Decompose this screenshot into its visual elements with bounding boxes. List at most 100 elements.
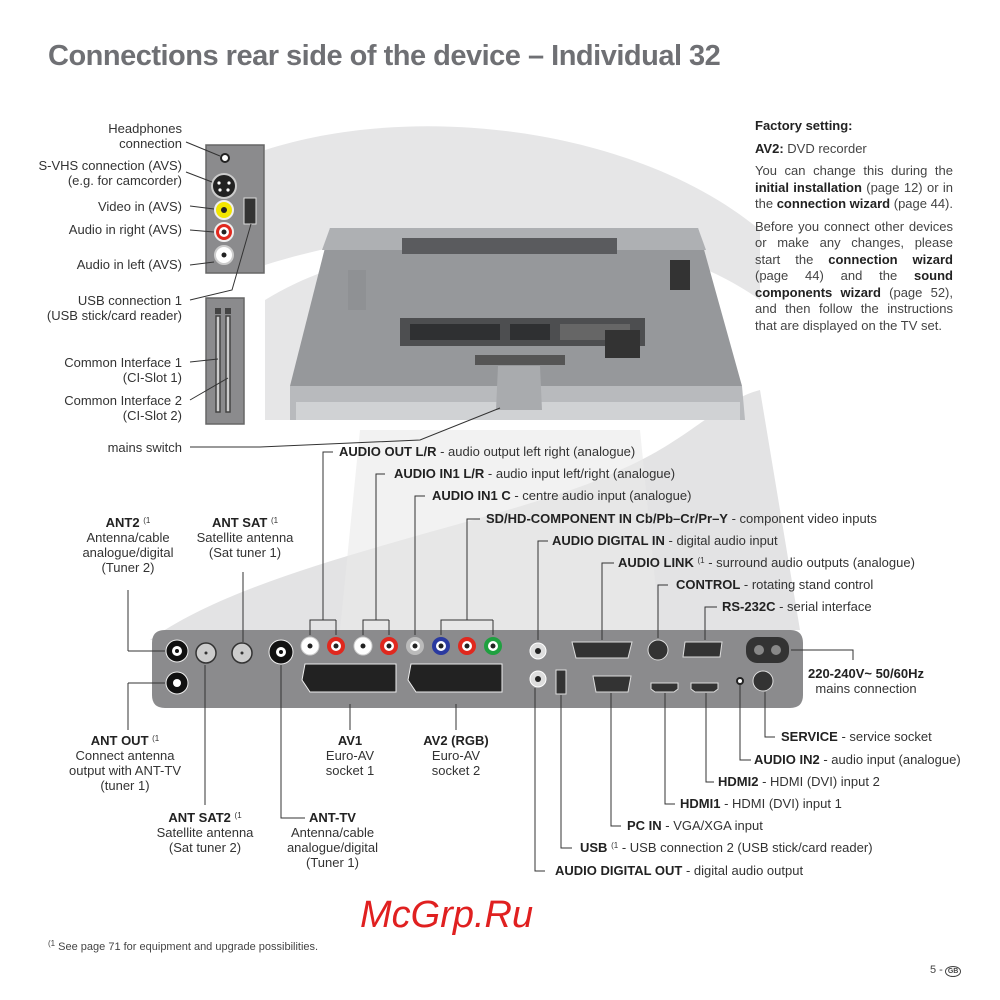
label-svhs-line2: (e.g. for camcorder) <box>67 173 182 188</box>
callout-audio-in1-lr: AUDIO IN1 L/R - audio input left/right (… <box>394 466 675 481</box>
info-p1-text-c: (page 12) or in the <box>755 179 953 212</box>
av2-line: socket 2 <box>431 763 481 778</box>
link-connection-wizard: connection wizard <box>776 196 891 211</box>
callout-name: SD/HD-COMPONENT IN Cb/Pb–Cr/Pr–Y <box>486 511 728 526</box>
link-initial-installation: initial installation <box>755 179 862 195</box>
label-ci2-line2: (CI-Slot 2) <box>122 408 182 423</box>
label-av2: AV2 (RGB) Euro-AV socket 2 <box>411 733 501 778</box>
mains-name: 220-240V~ 50/60Hz <box>807 666 924 681</box>
label-usb1-line2: (USB stick/card reader) <box>46 308 182 323</box>
callout-service: SERVICE - service socket <box>781 729 932 744</box>
footnote-marker: (1 <box>48 939 56 948</box>
label-ant-sat: ANT SAT (1 Satellite antenna (Sat tuner … <box>190 515 300 560</box>
mains-desc: mains connection <box>815 681 917 696</box>
callout-desc: - VGA/XGA input <box>661 818 763 833</box>
av1-line: Euro-AV <box>325 748 375 763</box>
side-panel-av <box>205 144 265 274</box>
callout-rs232c: RS-232C - serial interface <box>722 599 872 614</box>
ant2-name: ANT2 <box>105 515 140 530</box>
callout-usb2: USB (1 - USB connection 2 (USB stick/car… <box>580 840 873 855</box>
factory-setting-info: Factory setting: AV2: DVD recorder You c… <box>755 118 953 340</box>
callout-name: AUDIO IN1 L/R <box>394 466 485 481</box>
ant-out-line: Connect antenna <box>75 748 175 763</box>
scart-av2-icon <box>407 663 503 693</box>
ant-tv-line: analogue/digital <box>286 840 379 855</box>
callout-hdmi2: HDMI2 - HDMI (DVI) input 2 <box>718 774 880 789</box>
callout-name: PC IN <box>627 818 662 833</box>
callout-name: AUDIO IN1 C <box>432 488 511 503</box>
info-p1-text-a: You can change this during the <box>755 163 953 178</box>
callout-audio-out-lr: AUDIO OUT L/R - audio output left right … <box>339 444 635 459</box>
callout-audio-link: AUDIO LINK (1 - surround audio outputs (… <box>618 555 915 570</box>
footnote-text: See page 71 for equipment and upgrade po… <box>55 941 319 953</box>
info-p2-text-a: Before you connect other devices or make… <box>755 218 953 267</box>
av1-line: socket 1 <box>325 763 375 778</box>
label-audio-left: Audio in left (AVS) <box>76 257 182 272</box>
link-connection-wizard-2: connection wizard <box>828 251 953 267</box>
callout-pc-in: PC IN - VGA/XGA input <box>627 818 763 833</box>
label-ci1-line1: Common Interface 1 <box>64 355 182 370</box>
ci-slot-1-icon <box>215 315 221 413</box>
label-ci1: Common Interface 1 (CI-Slot 1) <box>64 355 182 385</box>
ant-tv-line: (Tuner 1) <box>306 855 359 870</box>
callout-desc: - USB connection 2 (USB stick/card reade… <box>618 840 873 855</box>
label-ci2-line1: Common Interface 2 <box>64 393 182 408</box>
tv-stand <box>496 366 542 410</box>
ant-out-line: (tuner 1) <box>100 778 150 793</box>
info-p1-text-e: (page 44). <box>893 196 953 211</box>
label-usb1-line1: USB connection 1 <box>77 293 182 308</box>
callout-audio-digital-in: AUDIO DIGITAL IN - digital audio input <box>552 533 778 548</box>
footnote-ref: (1 <box>234 811 242 820</box>
link-sound-components-wizard: sound components wizard <box>755 268 953 300</box>
callout-desc: - centre audio input (analogue) <box>510 488 692 503</box>
av2-line: Euro-AV <box>431 748 481 763</box>
info-heading: Factory setting: <box>755 118 853 133</box>
label-svhs: S-VHS connection (AVS) (e.g. for camcord… <box>38 158 182 188</box>
callout-desc: - HDMI (DVI) input 2 <box>758 774 880 789</box>
label-svhs-line1: S-VHS connection (AVS) <box>38 158 182 173</box>
footnote-ref: (1 <box>143 516 151 525</box>
tv-rear-illustration <box>290 228 745 420</box>
ant-out-name: ANT OUT <box>90 733 149 748</box>
page-number-value: 5 - <box>930 964 943 976</box>
av2-name: AV2 (RGB) <box>423 733 489 748</box>
info-av2-label: AV2: <box>755 140 784 156</box>
label-headphones-line2: connection <box>119 136 182 151</box>
footnote-ref: (1 <box>270 516 279 525</box>
usb1-port-icon <box>243 197 257 225</box>
label-mains-connection: 220-240V~ 50/60Hz mains connection <box>806 666 926 696</box>
callout-component-in: SD/HD-COMPONENT IN Cb/Pb–Cr/Pr–Y - compo… <box>486 511 877 526</box>
ant2-line: analogue/digital <box>82 545 174 560</box>
callout-desc: - serial interface <box>775 599 872 614</box>
label-headphones: Headphones connection <box>108 121 182 151</box>
ant-sat-line: (Sat tuner 1) <box>208 545 282 560</box>
ant-sat-line: Satellite antenna <box>196 530 294 545</box>
callout-control: CONTROL - rotating stand control <box>676 577 873 592</box>
swoosh-top <box>265 126 760 300</box>
ant-sat-name: ANT SAT <box>211 515 268 530</box>
info-av2-value: DVD recorder <box>787 140 867 156</box>
footnote-ref: (1 <box>611 841 619 850</box>
callout-name: CONTROL <box>676 577 741 592</box>
label-ant-out: ANT OUT (1 Connect antenna output with A… <box>60 733 190 793</box>
callout-desc: - component video inputs <box>727 511 877 526</box>
callout-audio-in2: AUDIO IN2 - audio input (analogue) <box>754 752 961 767</box>
callout-name: AUDIO OUT L/R <box>339 444 437 459</box>
callout-desc: - surround audio outputs (analogue) <box>704 555 915 570</box>
swoosh-center <box>340 430 660 630</box>
callout-name: AUDIO LINK <box>618 555 694 570</box>
callout-desc: - rotating stand control <box>740 577 874 592</box>
callout-desc: - audio input (analogue) <box>819 752 961 767</box>
label-video-in: Video in (AVS) <box>97 199 182 214</box>
ant2-line: (Tuner 2) <box>101 560 155 575</box>
callout-name: RS-232C <box>722 599 776 614</box>
ant-tv-line: Antenna/cable <box>290 825 375 840</box>
label-ci2: Common Interface 2 (CI-Slot 2) <box>64 393 182 423</box>
side-panel-ci <box>205 297 245 425</box>
ant-sat2-name: ANT SAT2 <box>168 810 231 825</box>
scart-av1-icon <box>301 663 397 693</box>
callout-name: AUDIO IN2 <box>754 752 820 767</box>
av1-name: AV1 <box>337 733 363 748</box>
callout-desc: - HDMI (DVI) input 1 <box>720 796 842 811</box>
label-av1: AV1 Euro-AV socket 1 <box>305 733 395 778</box>
